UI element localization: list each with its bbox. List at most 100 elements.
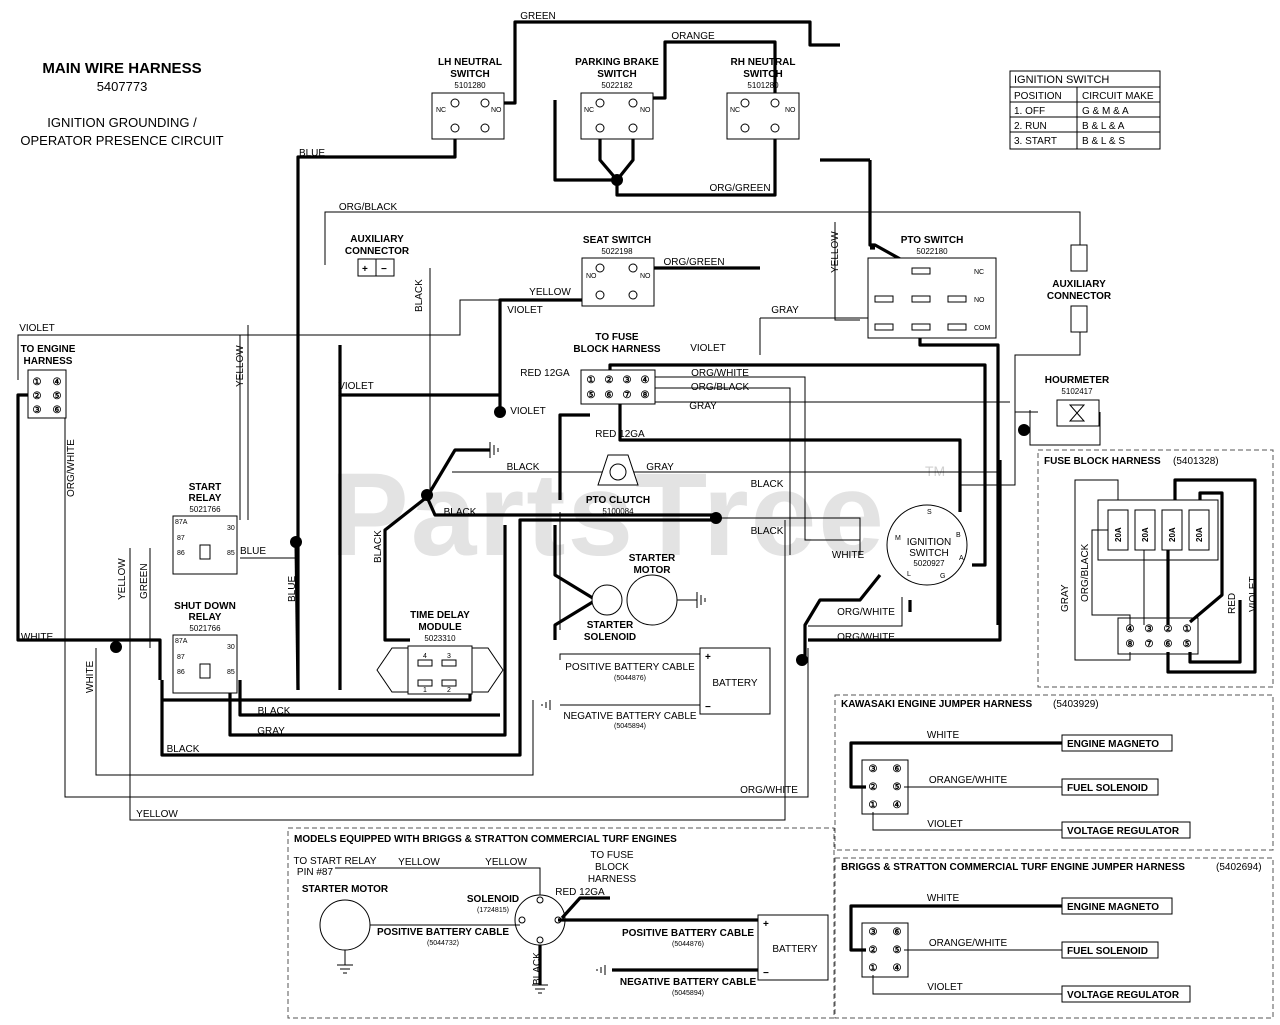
pin-label: ⑥ — [605, 390, 614, 401]
lh-neutral-switch: LH NEUTRAL SWITCH 5101280 NC NO — [431, 57, 505, 140]
pin-label: ③ — [623, 375, 632, 386]
lh-neutral-pn: 5101280 — [454, 81, 486, 90]
wire-label-orange: ORANGE — [671, 31, 715, 42]
briggs-pos-cable-pn-right: (5044876) — [672, 941, 704, 948]
pin-label: ④ — [53, 377, 62, 388]
pin-label: NO — [586, 273, 597, 280]
negative-cable-pn: (5045894) — [614, 723, 646, 730]
ignition-switch: IGNITION SWITCH 5020927 S B M A L G — [886, 504, 968, 586]
wire-label-white: WHITE — [832, 550, 865, 561]
briggs-to-fuse-1: TO FUSE — [590, 850, 633, 861]
pin-label: ⑥ — [1164, 639, 1173, 650]
pto-switch: PTO SWITCH 5022180 NC NO COM — [867, 235, 997, 339]
pin-label: ④ — [893, 800, 902, 811]
fuse-block-title: FUSE BLOCK HARNESS — [1044, 456, 1161, 467]
briggs-fuel-solenoid: FUEL SOLENOID — [1067, 946, 1148, 957]
to-fuse-block-label-1: TO FUSE — [595, 332, 638, 343]
pin-label: NC — [584, 107, 594, 114]
fuse-block-pn: (5401328) — [1173, 456, 1219, 467]
pin-label: 3 — [447, 653, 451, 660]
ignition-table-title: IGNITION SWITCH — [1014, 74, 1109, 86]
kawasaki-pn: (5403929) — [1053, 699, 1099, 710]
main-battery: + − BATTERY POSITIVE BATTERY CABLE (5044… — [541, 647, 771, 730]
start-relay: START RELAY 5021766 87A 87 86 30 85 — [172, 482, 238, 575]
seat-switch-label: SEAT SWITCH — [583, 235, 651, 246]
pin-label: NC — [436, 107, 446, 114]
ignition-switch-label-2: SWITCH — [909, 548, 948, 559]
auxiliary-connector-left: AUXILIARY CONNECTOR + − — [345, 234, 410, 277]
aux-left-label-2: CONNECTOR — [345, 246, 410, 257]
aux-left-minus: − — [381, 264, 387, 275]
ignition-table-row3-pos: 3. START — [1014, 136, 1057, 147]
wire-label-green: GREEN — [520, 11, 556, 22]
wire-label-org-white: ORG/WHITE — [691, 368, 749, 379]
pin-label: NO — [785, 107, 796, 114]
pin-label: ② — [869, 945, 878, 956]
briggs-wire-black: BLACK — [532, 952, 543, 985]
briggs-solenoid-pn: (1724815) — [477, 907, 509, 914]
wire-label-black-7: BLACK — [414, 279, 425, 312]
time-delay-module: TIME DELAY MODULE 5023310 4 3 1 2 — [376, 610, 504, 695]
wire-label-org-green-2: ORG/GREEN — [663, 257, 724, 268]
auxiliary-connector-right: AUXILIARY CONNECTOR — [1047, 244, 1112, 333]
wire-label-org-white-5: ORG/WHITE — [66, 439, 77, 497]
wire-label-violet-4: VIOLET — [338, 381, 374, 392]
time-delay-label-2: MODULE — [418, 622, 462, 633]
pin-label: S — [927, 509, 932, 516]
briggs-models-panel: MODELS EQUIPPED WITH BRIGGS & STRATTON C… — [287, 827, 835, 1019]
wire-label-org-black-2: ORG/BLACK — [691, 382, 750, 393]
pto-clutch-pn: 5100084 — [602, 507, 634, 516]
pin-label: ⑤ — [53, 391, 62, 402]
pin-label: ③ — [869, 764, 878, 775]
start-relay-pn: 5021766 — [189, 505, 221, 514]
shutdown-relay-pn: 5021766 — [189, 624, 221, 633]
to-fuse-block-label-2: BLOCK HARNESS — [573, 344, 661, 355]
wire-label-gray-4: GRAY — [257, 726, 285, 737]
pin-label: ② — [869, 782, 878, 793]
pin-label: NC — [974, 269, 984, 276]
wire-label-black-5: BLACK — [258, 706, 291, 717]
battery-minus: − — [705, 702, 711, 713]
to-engine-label-2: HARNESS — [24, 356, 73, 367]
aux-right-label-1: AUXILIARY — [1052, 279, 1106, 290]
wire-label-violet-3: VIOLET — [690, 343, 726, 354]
briggs-jumper-title: BRIGGS & STRATTON COMMERCIAL TURF ENGINE… — [841, 862, 1185, 873]
wire-label-green-2: GREEN — [139, 563, 150, 599]
wire-label-yellow-4: YELLOW — [235, 345, 246, 387]
pin-label: 85 — [227, 669, 235, 676]
fuse-wire-label-gray: GRAY — [1060, 584, 1071, 612]
start-relay-label-2: RELAY — [189, 493, 222, 504]
positive-cable-pn: (5044876) — [614, 675, 646, 682]
junction-dot — [494, 406, 506, 418]
pin-label: ④ — [893, 963, 902, 974]
pin-label: ② — [33, 391, 42, 402]
ignition-table-row2-make: B & L & A — [1082, 121, 1125, 132]
pto-switch-pn: 5022180 — [916, 247, 948, 256]
ignition-table-header-position: POSITION — [1014, 91, 1062, 102]
ground-icon — [596, 965, 606, 975]
wire-label-violet: VIOLET — [507, 305, 543, 316]
pin-label: 30 — [227, 644, 235, 651]
pin-label: ① — [869, 800, 878, 811]
wire-label-violet-5: VIOLET — [510, 406, 546, 417]
ground-icon — [489, 442, 499, 458]
wire-label-blue-2: BLUE — [240, 546, 266, 557]
pin-label: 86 — [177, 669, 185, 676]
to-engine-harness: TO ENGINE HARNESS ① ④ ② ⑤ ③ ⑥ — [21, 344, 76, 419]
wire-label-org-white-3: ORG/WHITE — [837, 632, 895, 643]
pin-label: ① — [33, 377, 42, 388]
pin-label: ① — [869, 963, 878, 974]
parking-brake-switch: PARKING BRAKE SWITCH 5022182 NC NO — [575, 57, 659, 140]
pin-label: 2 — [447, 687, 451, 694]
parking-brake-label-1: PARKING BRAKE — [575, 57, 659, 68]
pin-label: ④ — [1126, 624, 1135, 635]
rh-neutral-label-2: SWITCH — [743, 69, 782, 80]
kawasaki-wire-violet: VIOLET — [927, 819, 963, 830]
wire-label-violet-2: VIOLET — [19, 323, 55, 334]
briggs-jumper-panel: BRIGGS & STRATTON COMMERCIAL TURF ENGINE… — [834, 857, 1274, 1019]
kawasaki-wire-orange-white: ORANGE/WHITE — [929, 775, 1008, 786]
pin-label: 87 — [177, 654, 185, 661]
fuse-label: 20A — [1195, 527, 1204, 542]
wire-label-yellow-2: YELLOW — [136, 809, 178, 820]
ignition-table-header-circuit: CIRCUIT MAKE — [1082, 91, 1154, 102]
